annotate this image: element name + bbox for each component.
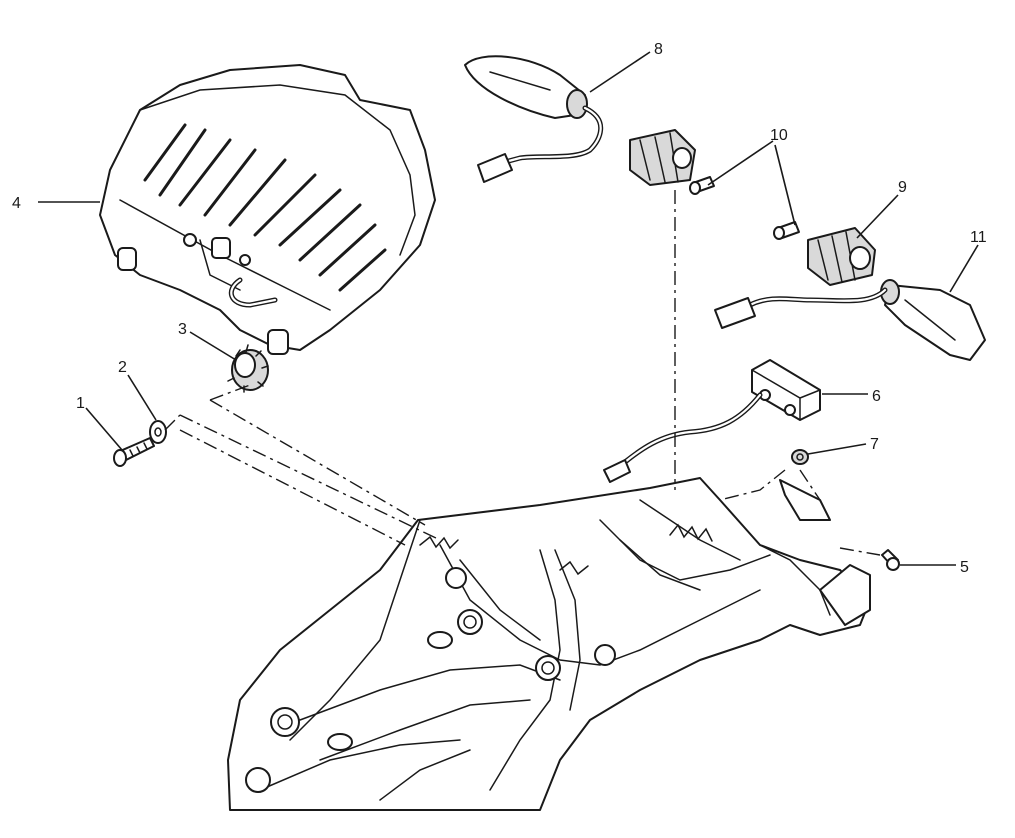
callout-11: 11 bbox=[970, 229, 987, 246]
rear-frame bbox=[227, 477, 871, 811]
nut-7 bbox=[791, 449, 809, 465]
screw-10-b bbox=[773, 221, 800, 240]
plate-light-6 bbox=[603, 359, 821, 483]
leader-lines bbox=[38, 51, 979, 566]
callout-3: 3 bbox=[178, 321, 187, 338]
turn-indicator-11 bbox=[714, 279, 986, 361]
callout-2: 2 bbox=[118, 359, 127, 376]
indicator-mount-right bbox=[807, 227, 876, 286]
indicator-mount-left bbox=[629, 129, 696, 186]
callout-7: 7 bbox=[870, 436, 879, 453]
tail-light-assembly bbox=[99, 64, 436, 355]
turn-indicator-8 bbox=[464, 55, 604, 183]
grommet-3 bbox=[227, 344, 269, 393]
screw-1 bbox=[113, 437, 155, 467]
callout-6: 6 bbox=[872, 388, 881, 405]
assembly-lines bbox=[164, 190, 881, 556]
screw-10-a bbox=[689, 176, 715, 195]
callout-1: 1 bbox=[76, 395, 85, 412]
callout-9: 9 bbox=[898, 179, 907, 196]
callout-8: 8 bbox=[654, 41, 663, 58]
callout-5: 5 bbox=[960, 559, 969, 576]
callout-4: 4 bbox=[12, 195, 21, 212]
screw-5 bbox=[881, 549, 900, 571]
washer-2 bbox=[149, 420, 167, 444]
callout-10: 10 bbox=[770, 127, 788, 144]
